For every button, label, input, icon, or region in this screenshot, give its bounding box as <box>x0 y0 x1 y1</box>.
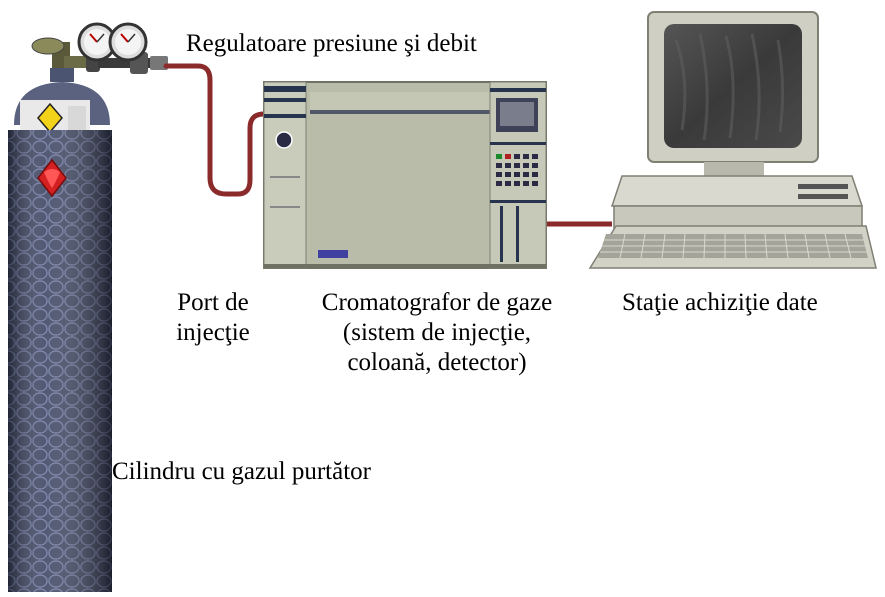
valve-assembly <box>31 37 168 74</box>
injection-port-label: Port de injecţie <box>158 288 268 348</box>
keypad <box>496 154 538 186</box>
gas-chromatograph-icon <box>263 81 547 269</box>
cylinder-label: Cilindru cu gazul purtător <box>112 458 371 485</box>
gas-cylinder-icon <box>8 22 168 592</box>
keyboard-icon <box>588 225 877 269</box>
gas-chromatograph-label: Cromatografor de gaze (sistem de injecţi… <box>282 288 592 378</box>
gas-chromatograph-label-line3: coloană, detector) <box>347 349 527 376</box>
pressure-gauge-icon <box>108 22 148 62</box>
data-station-label: Staţie achiziţie date <box>622 289 818 316</box>
regulator-label: Regulatoare presiune şi debit <box>186 30 477 57</box>
gas-chromatograph-label-line2: (sistem de injecţie, <box>342 319 532 346</box>
injection-port-label-line1: Port de <box>177 289 249 316</box>
computer-icon <box>588 11 877 269</box>
injection-port <box>275 131 293 149</box>
injection-port-label-line2: injecţie <box>176 319 250 346</box>
gas-chromatograph-label-line1: Cromatografor de gaze <box>321 289 553 316</box>
carrier-gas-tubing <box>163 63 275 197</box>
